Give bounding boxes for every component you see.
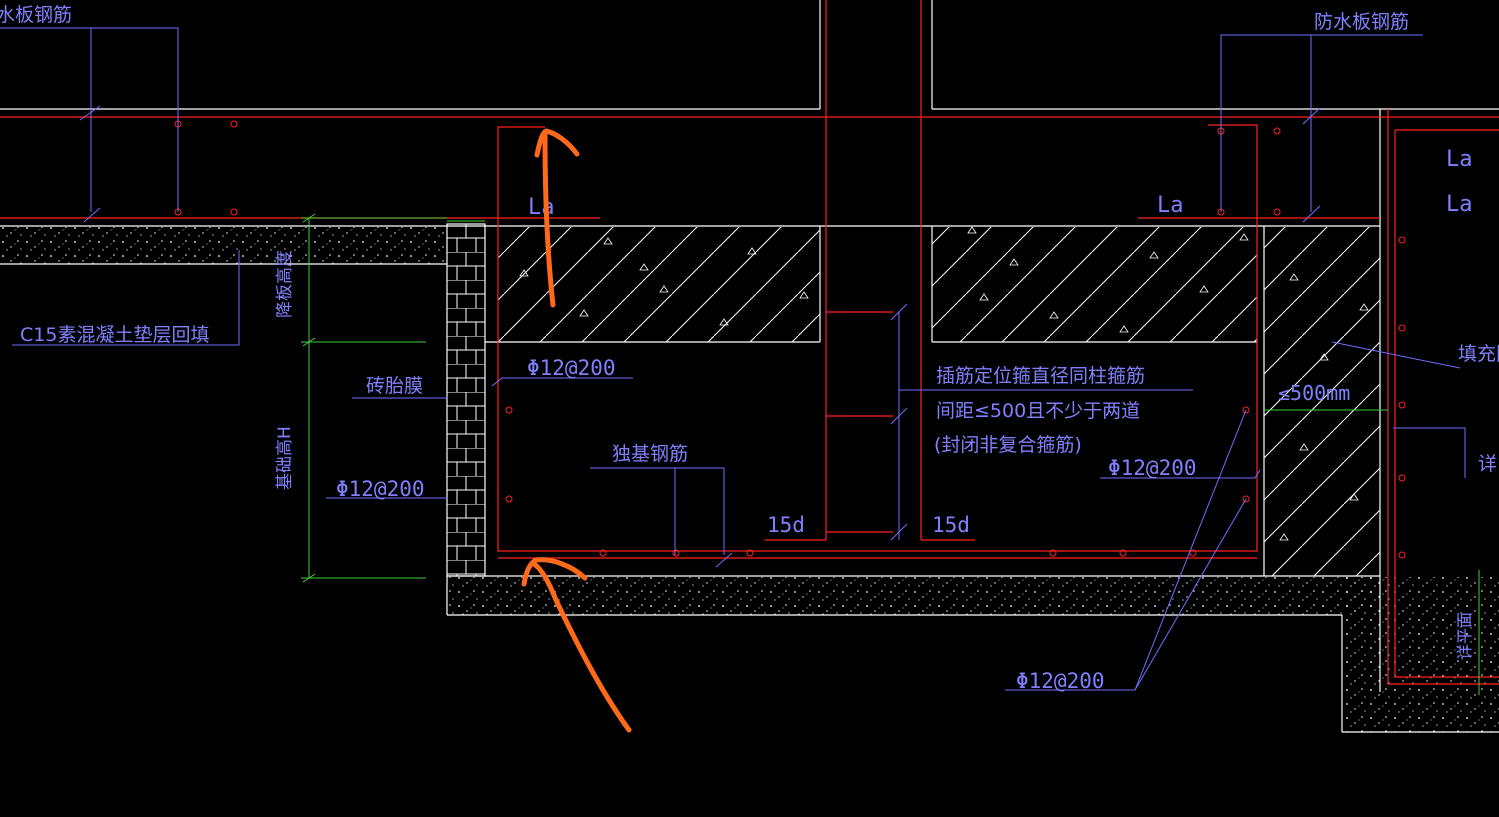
label-brick-formwork: 砖胎膜 — [366, 375, 423, 397]
label-spacing-lower-left: Φ12@200 — [336, 477, 425, 501]
markup-arrows[interactable] — [521, 128, 632, 733]
label-spacing-upper-left: Φ12@200 — [527, 356, 616, 380]
label-la-right-bottom: La — [1446, 192, 1473, 217]
leader-lines — [0, 27, 1466, 691]
label-fill-partial: 填充図 — [1458, 343, 1499, 365]
label-la-right-top: La — [1446, 147, 1473, 172]
label-waterproof-rebar-left: 水板钢筋 — [0, 4, 72, 26]
cushion-layer-right — [1343, 577, 1499, 732]
label-foundation-height: 基础高H — [275, 426, 295, 490]
label-la-left: La — [528, 195, 555, 220]
label-slab-drop-height: 降板高度 — [275, 250, 295, 318]
markup-arrow-curved-icon[interactable] — [521, 557, 632, 733]
brick-formwork — [446, 223, 486, 577]
label-anchor-15d-right: 15d — [932, 513, 970, 537]
hatch-zone-right — [932, 227, 1257, 342]
label-waterproof-rebar-right: 防水板钢筋 — [1314, 11, 1409, 33]
label-spacing-right: Φ12@200 — [1108, 456, 1197, 480]
label-la-mid: La — [1157, 193, 1184, 218]
text-labels: 水板钢筋 防水板钢筋 C15素混凝土垫层回填 降板高度 砖胎膜 基础高H Φ12… — [0, 4, 1499, 693]
label-detail-partial: 详 — [1478, 453, 1497, 475]
hatch-zone-side — [1264, 227, 1380, 576]
label-spacing-bottom: Φ12@200 — [1016, 669, 1105, 693]
rebar-lines — [0, 0, 1499, 685]
cushion-layer-left — [0, 227, 447, 264]
aggregate-marks — [519, 226, 1369, 541]
label-c15-backfill: C15素混凝土垫层回填 — [20, 324, 209, 346]
label-detail-plan: 详平面 — [1455, 612, 1474, 660]
label-dowel-stirrup-line3: (封闭非复合箍筋) — [934, 434, 1082, 456]
label-max-500mm: ≤500mm — [1278, 381, 1350, 405]
rebar-dots — [174, 120, 1406, 559]
label-dowel-stirrup-line2: 间距≤500且不少于两道 — [936, 400, 1140, 422]
label-isolated-footing-rebar: 独基钢筋 — [612, 443, 688, 465]
dimension-lines — [301, 213, 1480, 695]
markup-arrow-up-icon[interactable] — [534, 128, 580, 308]
label-dowel-stirrup-line1: 插筋定位箍直径同柱箍筋 — [936, 365, 1145, 387]
label-anchor-15d-left: 15d — [767, 513, 805, 537]
cushion-layer-bottom — [448, 577, 1380, 615]
